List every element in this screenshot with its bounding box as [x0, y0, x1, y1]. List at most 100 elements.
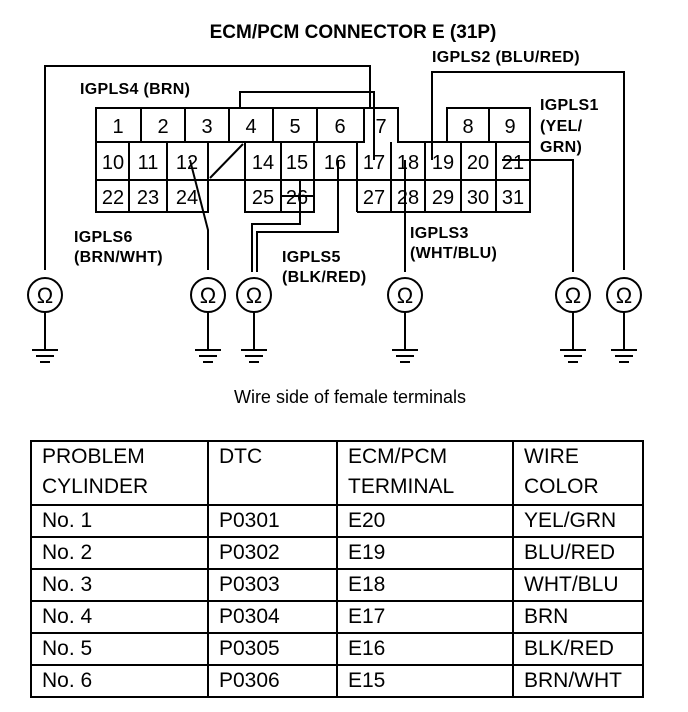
- ohmmeter-icon: [236, 277, 272, 363]
- pin-label: 21: [502, 152, 524, 174]
- cell-dtc: P0301: [207, 504, 338, 538]
- label-igpls6: IGPLS6: [74, 229, 133, 246]
- pin-label: 29: [432, 187, 454, 209]
- cell-cylinder: No. 3: [30, 568, 209, 602]
- table-row: No. 6 P0306 E15 BRN/WHT: [30, 664, 644, 698]
- label-igpls3: IGPLS3: [410, 225, 469, 242]
- ohm-symbol: Ω: [200, 283, 216, 308]
- wires: [44, 65, 625, 272]
- cell-dtc: P0303: [207, 568, 338, 602]
- label-igpls1: (YEL/: [540, 118, 583, 135]
- label-igpls5: IGPLS5: [282, 249, 341, 266]
- cell-terminal: E17: [336, 600, 514, 634]
- pin-label: 14: [252, 152, 274, 174]
- diagram-title: ECM/PCM CONNECTOR E (31P): [210, 22, 497, 43]
- ohm-symbols: Ω Ω Ω Ω Ω Ω: [37, 283, 632, 308]
- pin-label: 12: [176, 152, 198, 174]
- cell-cylinder: No. 1: [30, 504, 209, 538]
- ohm-symbol: Ω: [616, 283, 632, 308]
- pin-label: 2: [157, 116, 168, 138]
- cell-cylinder: No. 6: [30, 664, 209, 698]
- pin-label: 24: [176, 187, 198, 209]
- ohmmeter-icon: [190, 277, 226, 363]
- ohm-symbol: Ω: [246, 283, 262, 308]
- pin-label: 4: [245, 116, 256, 138]
- table-row: No. 5 P0305 E16 BLK/RED: [30, 632, 644, 666]
- label-igpls5: (BLK/RED): [282, 269, 366, 286]
- label-igpls3: (WHT/BLU): [410, 245, 497, 262]
- cell-cylinder: No. 4: [30, 600, 209, 634]
- cell-dtc: P0304: [207, 600, 338, 634]
- label-igpls2: IGPLS2 (BLU/RED): [432, 49, 580, 66]
- ohm-symbol: Ω: [397, 283, 413, 308]
- cell-cylinder: No. 5: [30, 632, 209, 666]
- ohmmeter-icon: [606, 277, 642, 363]
- ohmmeters: [27, 277, 642, 363]
- pin-label: 23: [137, 187, 159, 209]
- cell-terminal: E18: [336, 568, 514, 602]
- pin-label: 5: [289, 116, 300, 138]
- table-row: No. 3 P0303 E18 WHT/BLU: [30, 568, 644, 602]
- pin-label: 9: [504, 116, 515, 138]
- pin-label: 30: [467, 187, 489, 209]
- cell-wire-color: BRN: [512, 600, 644, 634]
- pin-label: 20: [467, 152, 489, 174]
- cell-wire-color: BLK/RED: [512, 632, 644, 666]
- pin-label: 8: [462, 116, 473, 138]
- cell-cylinder: No. 2: [30, 536, 209, 570]
- cell-dtc: P0302: [207, 536, 338, 570]
- ohm-symbol: Ω: [565, 283, 581, 308]
- pin-row-3: 22 23 24 25 26 27 28 29 30 31: [102, 187, 524, 209]
- table-row: No. 4 P0304 E17 BRN: [30, 600, 644, 634]
- cell-terminal: E19: [336, 536, 514, 570]
- diagram-caption: Wire side of female terminals: [234, 387, 466, 407]
- dtc-table: PROBLEM CYLINDER DTC ECM/PCM TERMINAL WI…: [30, 440, 644, 698]
- pin-label: 18: [397, 152, 419, 174]
- table-row: No. 2 P0302 E19 BLU/RED: [30, 536, 644, 570]
- pin-label: 11: [138, 152, 159, 174]
- pin-label: 15: [286, 152, 308, 174]
- table-row: No. 1 P0301 E20 YEL/GRN: [30, 504, 644, 538]
- pin-label: 10: [102, 152, 124, 174]
- pin-label: 22: [102, 187, 124, 209]
- label-igpls6: (BRN/WHT): [74, 249, 163, 266]
- header-wire-color: WIRE COLOR: [512, 440, 644, 506]
- pin-label: 26: [286, 187, 308, 209]
- ohmmeter-icon: [555, 277, 591, 363]
- cell-dtc: P0305: [207, 632, 338, 666]
- connector-diagram: ECM/PCM CONNECTOR E (31P): [27, 22, 642, 407]
- pin-label: 6: [334, 116, 345, 138]
- pin-label: 25: [252, 187, 274, 209]
- pin-label: 27: [363, 187, 385, 209]
- cell-terminal: E20: [336, 504, 514, 538]
- pin-label: 7: [375, 116, 386, 138]
- table-header-row: PROBLEM CYLINDER DTC ECM/PCM TERMINAL WI…: [30, 440, 644, 506]
- header-problem-cylinder: PROBLEM CYLINDER: [30, 440, 209, 506]
- pin-row-2: 10 11 12 14 15 16 17 18 19 20 21: [102, 152, 524, 174]
- connector-body: [95, 107, 531, 213]
- cell-wire-color: BRN/WHT: [512, 664, 644, 698]
- signal-labels: IGPLS4 (BRN) IGPLS2 (BLU/RED) IGPLS1 (YE…: [74, 49, 599, 286]
- ohmmeter-icon: [27, 277, 63, 363]
- cell-wire-color: WHT/BLU: [512, 568, 644, 602]
- cell-terminal: E16: [336, 632, 514, 666]
- cell-wire-color: YEL/GRN: [512, 504, 644, 538]
- pin-row-1: 1 2 3 4 5 6 7 8 9: [112, 116, 515, 138]
- pin-label: 3: [201, 116, 212, 138]
- pin-label: 16: [324, 152, 346, 174]
- pin-label: 31: [502, 187, 524, 209]
- label-igpls1: IGPLS1: [540, 97, 599, 114]
- label-igpls1: GRN): [540, 139, 582, 156]
- pin-label: 28: [397, 187, 419, 209]
- header-dtc: DTC: [207, 440, 338, 506]
- pin-label: 17: [363, 152, 385, 174]
- cell-dtc: P0306: [207, 664, 338, 698]
- pin-label: 1: [112, 116, 123, 138]
- pin-label: 19: [432, 152, 454, 174]
- ohmmeter-icon: [387, 277, 423, 363]
- label-igpls4: IGPLS4 (BRN): [80, 81, 190, 98]
- header-terminal: ECM/PCM TERMINAL: [336, 440, 514, 506]
- ohm-symbol: Ω: [37, 283, 53, 308]
- cell-terminal: E15: [336, 664, 514, 698]
- cell-wire-color: BLU/RED: [512, 536, 644, 570]
